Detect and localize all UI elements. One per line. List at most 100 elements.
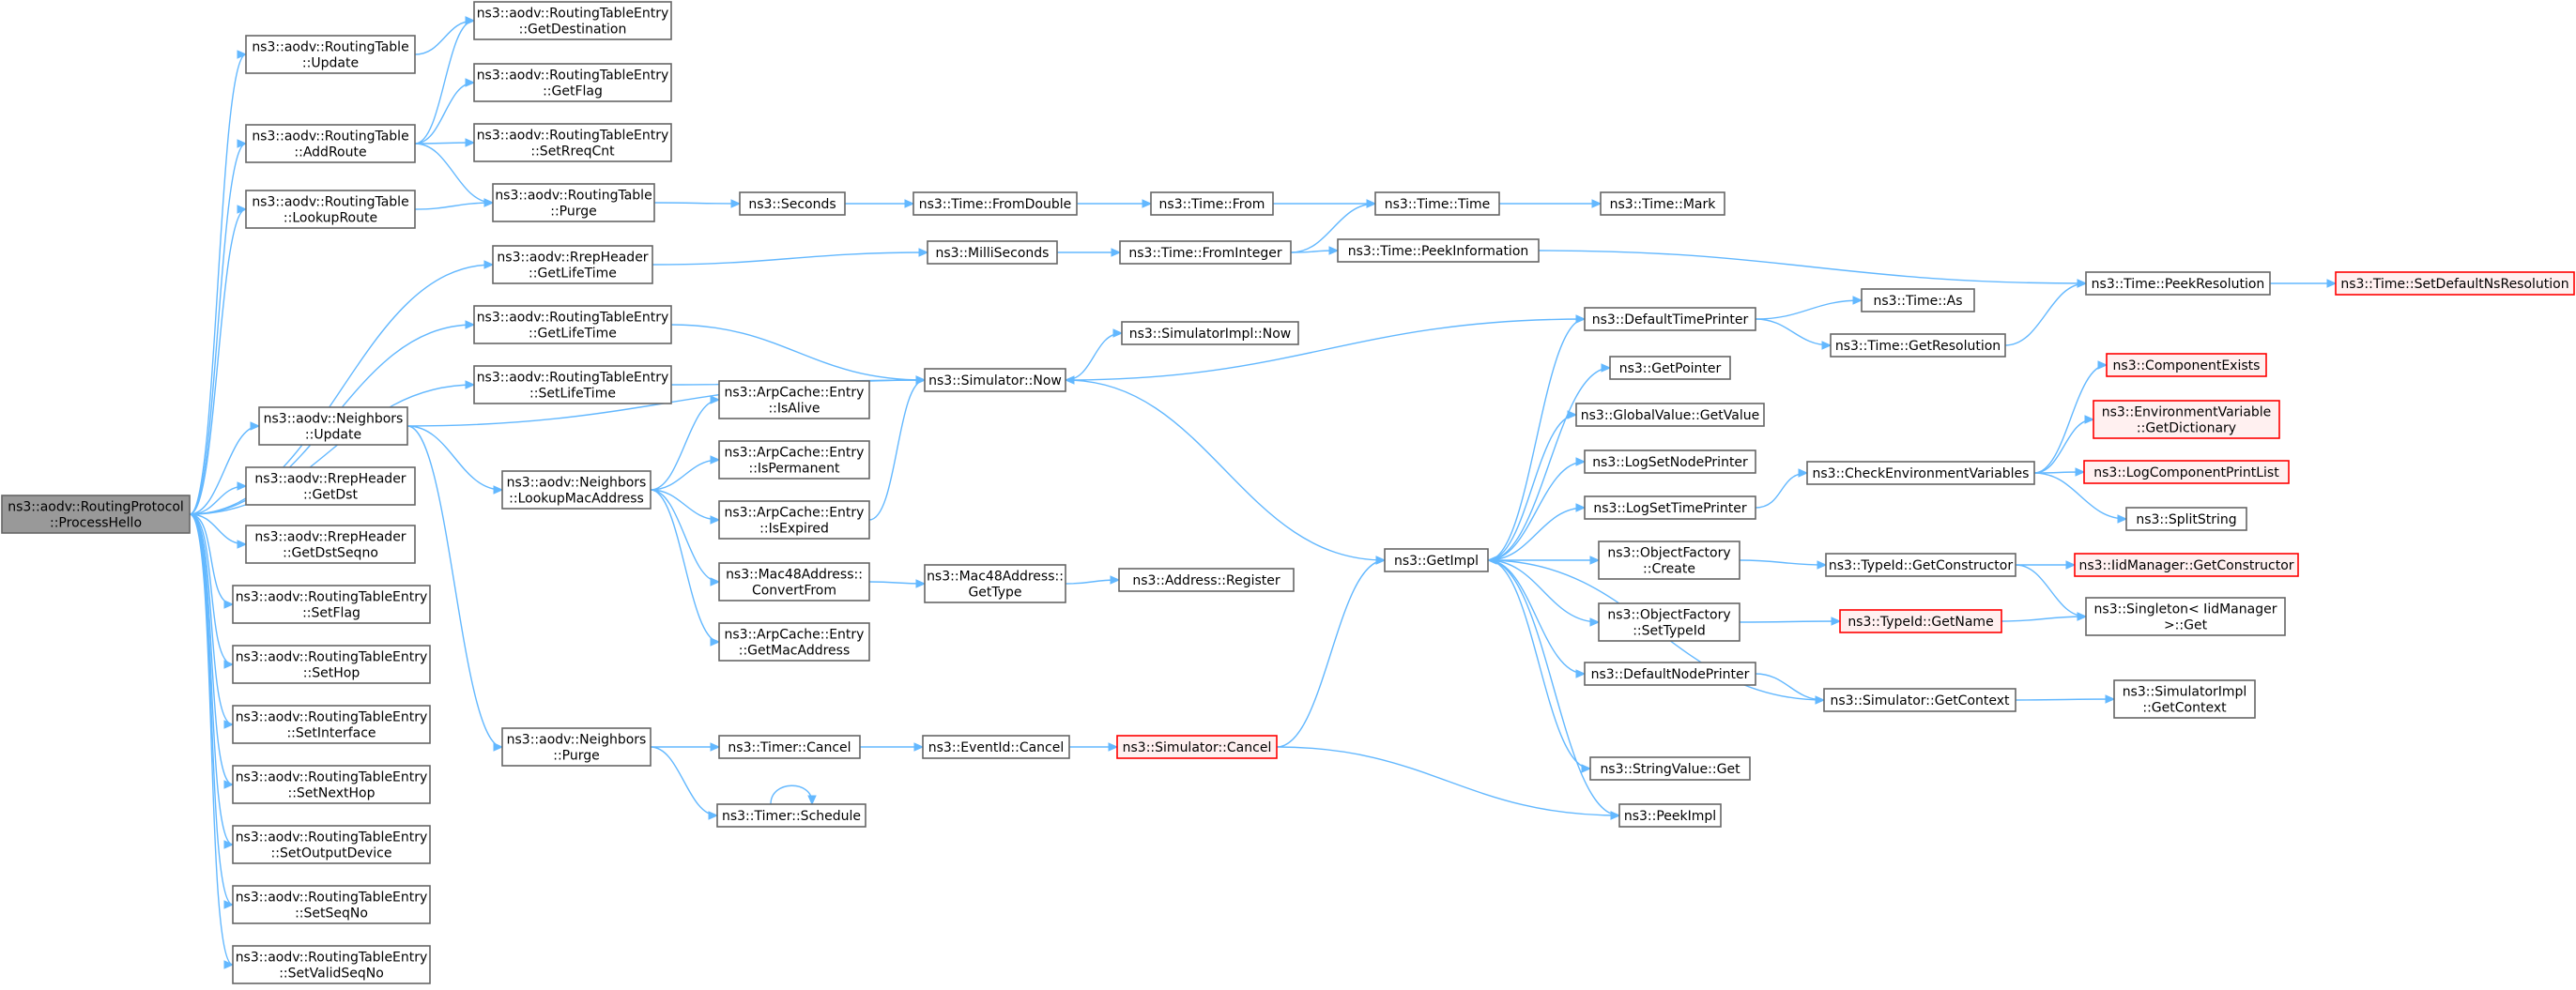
node-rte_setnexthop[interactable]: ns3::aodv::RoutingTableEntry::SetNextHop [232, 765, 431, 804]
node-label-line: ::GetLifeTime [529, 267, 617, 282]
node-objfactory_create[interactable]: ns3::ObjectFactory::Create [1598, 541, 1740, 580]
node-rte_setrreqcnt[interactable]: ns3::aodv::RoutingTableEntry::SetRreqCnt [473, 123, 672, 162]
node-objfactory_settypeid[interactable]: ns3::ObjectFactory::SetTypeId [1598, 602, 1740, 642]
node-eventid_cancel[interactable]: ns3::EventId::Cancel [922, 735, 1070, 759]
node-rrep_getdstseqno[interactable]: ns3::aodv::RrepHeader::GetDstSeqno [245, 525, 416, 564]
node-nb_update[interactable]: ns3::aodv::Neighbors::Update [258, 406, 408, 446]
node-rte_getdest[interactable]: ns3::aodv::RoutingTableEntry::GetDestina… [473, 1, 672, 40]
node-label-line: ns3::ArpCache::Entry [725, 628, 865, 643]
node-mac48_gettype[interactable]: ns3::Mac48Address::GetType [924, 564, 1066, 603]
node-checkenv[interactable]: ns3::CheckEnvironmentVariables [1806, 461, 2035, 485]
node-time_frominteger[interactable]: ns3::Time::FromInteger [1119, 240, 1292, 265]
node-box [232, 825, 431, 864]
node-box [1600, 191, 1725, 216]
node-typeid_getname[interactable]: ns3::TypeId::GetName [1839, 609, 2002, 633]
node-logcompprint[interactable]: ns3::LogComponentPrintList [2083, 460, 2290, 484]
node-getpointer[interactable]: ns3::GetPointer [1609, 356, 1731, 380]
node-singleton_get[interactable]: ns3::Singleton< IidManager >::Get [2085, 597, 2286, 636]
node-box [245, 124, 416, 163]
node-time_mark[interactable]: ns3::Time::Mark [1600, 191, 1725, 216]
node-root[interactable]: ns3::aodv::RoutingProtocol::ProcessHello [1, 495, 191, 534]
node-time_as[interactable]: ns3::Time::As [1861, 288, 1975, 312]
call-edge-milliseconds-to-time_frominteger [1057, 248, 1122, 257]
node-simimpl_now[interactable]: ns3::SimulatorImpl::Now [1121, 321, 1299, 345]
node-label-line: ns3::Mac48Address:: [726, 568, 863, 583]
node-box [1384, 548, 1489, 572]
node-time_getres[interactable]: ns3::Time::GetResolution [1830, 333, 2006, 358]
node-splitstring[interactable]: ns3::SplitString [2125, 507, 2247, 531]
call-edge-root-to-rte_setseqno [189, 513, 235, 909]
node-peekimpl[interactable]: ns3::PeekImpl [1618, 803, 1722, 828]
call-edge-nb_purge-to-timer_schedule [650, 746, 719, 820]
node-time_from[interactable]: ns3::Time::From [1150, 191, 1274, 216]
node-arp_isperm[interactable]: ns3::ArpCache::Entry::IsPermanent [718, 440, 870, 480]
node-mac48_convert[interactable]: ns3::Mac48Address::ConvertFrom [718, 562, 870, 602]
node-iidmgr_getctor[interactable]: ns3::IidManager::GetConstructor [2074, 553, 2299, 577]
node-envvar_getdict[interactable]: ns3::EnvironmentVariable::GetDictionary [2093, 400, 2280, 439]
node-nb_purge[interactable]: ns3::aodv::Neighbors::Purge [501, 727, 652, 767]
node-rt_lookup[interactable]: ns3::aodv::RoutingTable::LookupRoute [245, 190, 416, 229]
node-label-line: ns3::ObjectFactory [1607, 546, 1730, 561]
node-box [501, 727, 652, 767]
call-edge-time_frominteger-to-time_time [1290, 199, 1377, 253]
node-rte_getflag[interactable]: ns3::aodv::RoutingTableEntry::GetFlag [473, 63, 672, 102]
call-edge-sim_now-to-getimpl [1065, 379, 1387, 565]
node-label-line: ConvertFrom [752, 584, 836, 599]
node-rte_sethop[interactable]: ns3::aodv::RoutingTableEntry::SetHop [232, 645, 431, 684]
node-nb_lookupmac[interactable]: ns3::aodv::Neighbors::LookupMacAddress [501, 470, 652, 510]
node-defaultnodeprinter[interactable]: ns3::DefaultNodePrinter [1584, 662, 1756, 686]
node-box [232, 765, 431, 804]
node-getimpl[interactable]: ns3::GetImpl [1384, 548, 1489, 572]
node-arp_isexpired[interactable]: ns3::ArpCache::Entry::IsExpired [718, 500, 870, 540]
node-label-line: ns3::Simulator::Cancel [1123, 740, 1272, 755]
node-defaulttimeprinter[interactable]: ns3::DefaultTimePrinter [1584, 307, 1756, 331]
node-label-line: ns3::Seconds [748, 197, 836, 212]
node-rrep_lifetime[interactable]: ns3::aodv::RrepHeader::GetLifeTime [492, 245, 653, 284]
node-address_register[interactable]: ns3::Address::Register [1118, 568, 1295, 592]
node-time_peekinfo[interactable]: ns3::Time::PeekInformation [1337, 238, 1540, 263]
node-arp_getmac[interactable]: ns3::ArpCache::Entry::GetMacAddress [718, 622, 870, 662]
node-sim_now[interactable]: ns3::Simulator::Now [924, 368, 1066, 392]
node-box [1584, 307, 1756, 331]
node-time_time[interactable]: ns3::Time::Time [1374, 191, 1500, 216]
node-rt_update[interactable]: ns3::aodv::RoutingTable::Update [245, 35, 416, 74]
call-edge-timer_schedule-to-timer_schedule [770, 784, 817, 806]
call-edge-mac48_convert-to-mac48_gettype [868, 579, 927, 588]
node-globalvalue_get[interactable]: ns3::GlobalValue::GetValue [1575, 403, 1765, 427]
node-box [1589, 756, 1751, 781]
node-rte_setvalidseqno[interactable]: ns3::aodv::RoutingTableEntry::SetValidSe… [232, 945, 431, 984]
node-box [718, 735, 861, 759]
node-label-line: ns3::Singleton< IidManager [2094, 602, 2277, 617]
node-time_fromdouble[interactable]: ns3::Time::FromDouble [912, 191, 1078, 216]
node-rte_setflag[interactable]: ns3::aodv::RoutingTableEntry::SetFlag [232, 585, 431, 624]
node-rte_setseqno[interactable]: ns3::aodv::RoutingTableEntry::SetSeqNo [232, 885, 431, 924]
node-typeid_getctor[interactable]: ns3::TypeId::GetConstructor [1825, 553, 2016, 577]
node-rte_setlifetime[interactable]: ns3::aodv::RoutingTableEntry::SetLifeTim… [473, 365, 672, 404]
node-timer_cancel[interactable]: ns3::Timer::Cancel [718, 735, 861, 759]
node-box [1, 495, 191, 534]
node-label-line: ::GetDstSeqno [283, 546, 378, 561]
node-sim_getcontext[interactable]: ns3::Simulator::GetContext [1823, 688, 2016, 712]
node-rrep_getdst[interactable]: ns3::aodv::RrepHeader::GetDst [245, 466, 416, 506]
node-label-line: ns3::GlobalValue::GetValue [1581, 408, 1759, 423]
node-milliseconds[interactable]: ns3::MilliSeconds [927, 240, 1058, 265]
node-logsetnode[interactable]: ns3::LogSetNodePrinter [1584, 449, 1756, 474]
node-time_peekres[interactable]: ns3::Time::PeekResolution [2085, 271, 2271, 296]
node-rt_addroute[interactable]: ns3::aodv::RoutingTable::AddRoute [245, 124, 416, 163]
node-sim_cancel[interactable]: ns3::Simulator::Cancel [1116, 735, 1278, 759]
node-timer_schedule[interactable]: ns3::Timer::Schedule [716, 803, 866, 828]
node-rte_setoutput[interactable]: ns3::aodv::RoutingTableEntry::SetOutputD… [232, 825, 431, 864]
node-seconds[interactable]: ns3::Seconds [739, 191, 846, 216]
node-label-line: ns3::Time::GetResolution [1835, 339, 2001, 354]
node-rte_getlifetime[interactable]: ns3::aodv::RoutingTableEntry::GetLifeTim… [473, 305, 672, 344]
node-rt_purge[interactable]: ns3::aodv::RoutingTable::Purge [492, 183, 655, 222]
node-time_setdefaultns[interactable]: ns3::Time::SetDefaultNsResolution [2335, 271, 2575, 296]
node-logsettime[interactable]: ns3::LogSetTimePrinter [1584, 495, 1756, 520]
node-rte_setinterface[interactable]: ns3::aodv::RoutingTableEntry::SetInterfa… [232, 705, 431, 744]
node-box [2085, 271, 2271, 296]
node-stringvalue_get[interactable]: ns3::StringValue::Get [1589, 756, 1751, 781]
node-simimpl_getcontext[interactable]: ns3::SimulatorImpl::GetContext [2113, 679, 2256, 719]
node-arp_isalive[interactable]: ns3::ArpCache::Entry::IsAlive [718, 380, 870, 419]
node-box [232, 945, 431, 984]
node-compexists[interactable]: ns3::ComponentExists [2106, 353, 2267, 377]
